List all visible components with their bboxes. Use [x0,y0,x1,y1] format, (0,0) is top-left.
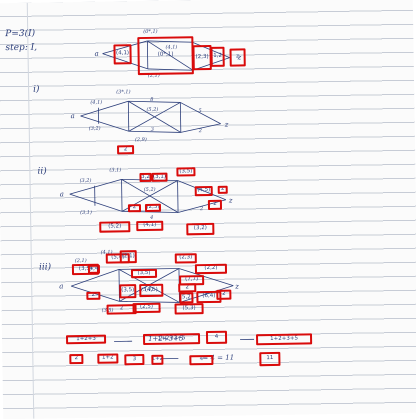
node-z-4: z [235,283,239,291]
node-a-3: a [60,190,64,198]
annotation-box: (3,5) [176,167,195,176]
annotation-box: 2 [208,200,222,210]
annotation-box: 1+2 [151,355,163,365]
annotation-box: 2 [69,354,83,364]
annotation-box: 11 [259,352,280,366]
annotation-box: 4 [189,355,213,365]
graph1-top-label: (0*,1) [143,29,157,35]
annotation-box: (4,1) [136,221,163,231]
annotation-box: 2 [218,186,228,194]
annotation-box: 2 [128,204,141,212]
annotation-box: (2,3) [145,204,161,212]
annotation-box: (0*,1) [137,36,194,75]
graph2-edge-4: 2 [199,128,202,134]
annotation-box: (3,5) [119,284,136,298]
graph2-label-1: (4,1) [90,100,102,106]
annotation-box: (3,1) [151,173,167,182]
annotation-box: (2,2) [195,264,227,275]
annotation-box: (4,1) [113,44,131,64]
node-a-2: a [70,112,74,120]
annotation-box: 2 [117,145,134,154]
graph3-label-1: (3,2) [80,178,92,184]
graph2-bottom-label: (2,9) [135,137,147,143]
annotation-box: (1,2) [210,47,224,67]
graph3-top-label: (3,1) [109,167,121,173]
annotation-box: (4,5) [139,284,163,297]
node-z-2: z [225,121,229,129]
graph3-label-2: (3,1) [80,210,92,216]
graph3-edge-3: 2 [200,206,203,212]
annotation-box: 3 [124,354,144,365]
annotation-box: (5,2) [99,221,130,232]
annotation-box: (4,4) [88,265,100,274]
annotation-box: (4,5) [195,186,213,196]
annotation-box: (3,2) [186,223,214,235]
annotation-box: 4 [206,331,227,344]
annotation-box: (3,2) [139,173,151,182]
annotation-box: 1+2+3+5 [256,333,312,345]
annotation-box: 2 [216,290,231,300]
graph2-label-3: (5,2) [146,107,158,113]
graph2-edge-1: 8 [150,97,153,103]
annotation-box: (5,3) [174,303,203,314]
graph2-edge-3: 5 [198,108,201,114]
annotation-box: 1+2+3+5 [143,333,200,345]
node-a-4: a [59,282,63,290]
annotation-box: 1+2 [97,353,118,363]
annotation-box: (3,5) [131,269,157,278]
annotation-box: (2,3) [175,253,197,263]
annotation-box: (5,2) [179,292,193,303]
graph2-label-2: (3,2) [89,126,101,132]
graph2-top-label: (3*,1) [116,89,130,95]
graph2-edge-2: 3 [151,127,154,133]
node-z-3: z [229,197,233,205]
graph3-label-3: (5,2) [144,187,156,193]
annotation-box: 1+2+3 [66,335,106,345]
annotation-box: 2 [178,283,196,292]
annotation-box: 2 [86,292,100,300]
annotation-box: z [229,48,245,66]
annotation-box: (2,5) [132,303,160,313]
node-a-1: a [95,50,99,58]
annotation-box: (2,3) [192,45,211,70]
annotation-box: (2,1) [120,250,137,263]
